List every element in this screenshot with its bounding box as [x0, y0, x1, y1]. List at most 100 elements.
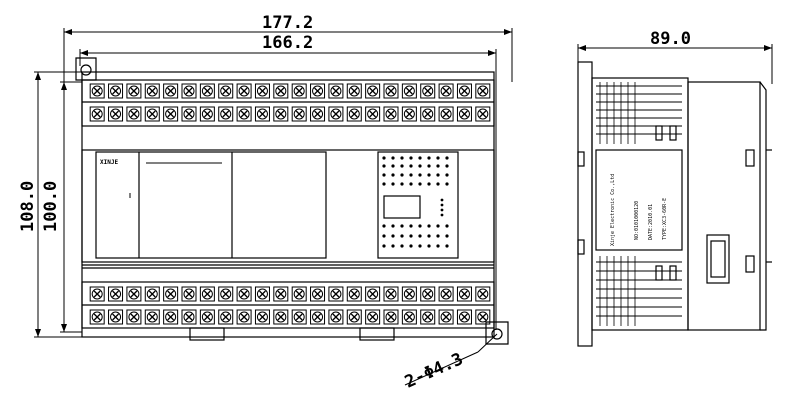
terminal-screw	[144, 106, 160, 122]
terminal-screw	[163, 309, 179, 325]
status-led	[409, 234, 413, 238]
status-led	[400, 182, 404, 186]
terminal-screw	[328, 83, 344, 99]
status-led	[400, 224, 404, 228]
bottom-terminal-row-upper	[89, 286, 491, 302]
status-led	[382, 173, 386, 177]
status-led	[427, 173, 431, 177]
status-led	[418, 156, 422, 160]
terminal-screw	[291, 286, 307, 302]
terminal-screw	[456, 83, 472, 99]
terminal-screw	[438, 309, 454, 325]
terminal-screw	[401, 83, 417, 99]
terminal-screw	[144, 286, 160, 302]
terminal-screw	[126, 286, 142, 302]
dim-total-width: 177.2	[262, 13, 313, 33]
dim-mount-width: 166.2	[262, 33, 313, 53]
front-dimensions	[34, 28, 513, 338]
terminal-screw	[383, 83, 399, 99]
terminal-screw	[401, 106, 417, 122]
status-led	[418, 234, 422, 238]
terminal-screw	[328, 309, 344, 325]
status-led	[445, 234, 449, 238]
terminal-screw	[254, 106, 270, 122]
dim-mount-height: 100.0	[41, 181, 61, 232]
terminal-screw	[126, 106, 142, 122]
terminal-screw	[181, 106, 197, 122]
status-led	[409, 182, 413, 186]
status-led	[418, 224, 422, 228]
terminal-screw	[144, 83, 160, 99]
brand-logo: XINJE	[100, 159, 118, 166]
dim-total-height: 108.0	[18, 181, 38, 232]
terminal-screw	[236, 309, 252, 325]
status-led	[391, 224, 395, 228]
terminal-screw	[126, 309, 142, 325]
terminal-screw	[328, 286, 344, 302]
terminal-screw	[126, 83, 142, 99]
terminal-screw	[346, 106, 362, 122]
terminal-screw	[108, 106, 124, 122]
status-led	[391, 164, 395, 168]
status-led	[391, 173, 395, 177]
status-led	[436, 224, 440, 228]
dim-depth: 89.0	[650, 29, 691, 49]
terminal-screw	[328, 106, 344, 122]
status-led	[382, 156, 386, 160]
terminal-screw	[365, 309, 381, 325]
terminal-screw	[346, 309, 362, 325]
terminal-screw	[108, 286, 124, 302]
terminal-screw	[456, 106, 472, 122]
status-led	[418, 164, 422, 168]
status-led	[427, 224, 431, 228]
status-led	[400, 173, 404, 177]
terminal-screw	[181, 286, 197, 302]
terminal-screw	[346, 83, 362, 99]
terminal-screw	[273, 286, 289, 302]
status-led	[409, 173, 413, 177]
status-led	[427, 182, 431, 186]
status-led	[409, 244, 413, 248]
status-led	[409, 156, 413, 160]
status-led	[400, 164, 404, 168]
status-led	[436, 164, 440, 168]
status-led	[440, 213, 444, 217]
terminal-screw	[365, 83, 381, 99]
status-led	[382, 182, 386, 186]
status-led	[409, 164, 413, 168]
status-led	[382, 234, 386, 238]
status-led	[391, 234, 395, 238]
terminal-screw	[163, 106, 179, 122]
terminal-screw	[310, 106, 326, 122]
side-arrows	[578, 45, 772, 51]
terminal-screw	[456, 309, 472, 325]
side-label-type: TYPE:XC3-60R-E	[662, 198, 668, 240]
terminal-screw	[218, 83, 234, 99]
bottom-terminal-row-lower	[89, 309, 491, 325]
status-led	[409, 224, 413, 228]
status-led	[382, 244, 386, 248]
terminal-screw	[475, 309, 491, 325]
top-terminal-row-lower	[89, 106, 491, 122]
terminal-screw	[273, 106, 289, 122]
status-led	[382, 224, 386, 228]
terminal-screw	[199, 309, 215, 325]
status-led	[427, 156, 431, 160]
terminal-screw	[310, 286, 326, 302]
terminal-screw	[236, 106, 252, 122]
status-led	[436, 173, 440, 177]
terminal-screw	[108, 309, 124, 325]
terminal-screw	[438, 83, 454, 99]
terminal-screw	[199, 106, 215, 122]
terminal-screw	[254, 286, 270, 302]
terminal-screw	[218, 309, 234, 325]
status-led	[391, 244, 395, 248]
terminal-screw	[310, 309, 326, 325]
terminal-screw	[108, 83, 124, 99]
terminal-screw	[383, 286, 399, 302]
terminal-screw	[420, 106, 436, 122]
status-led	[445, 156, 449, 160]
terminal-screw	[199, 83, 215, 99]
side-label-text: TYPE:XC3-60R-E DATE:2010.01 NO:010100012…	[610, 174, 668, 246]
terminal-screw	[181, 309, 197, 325]
